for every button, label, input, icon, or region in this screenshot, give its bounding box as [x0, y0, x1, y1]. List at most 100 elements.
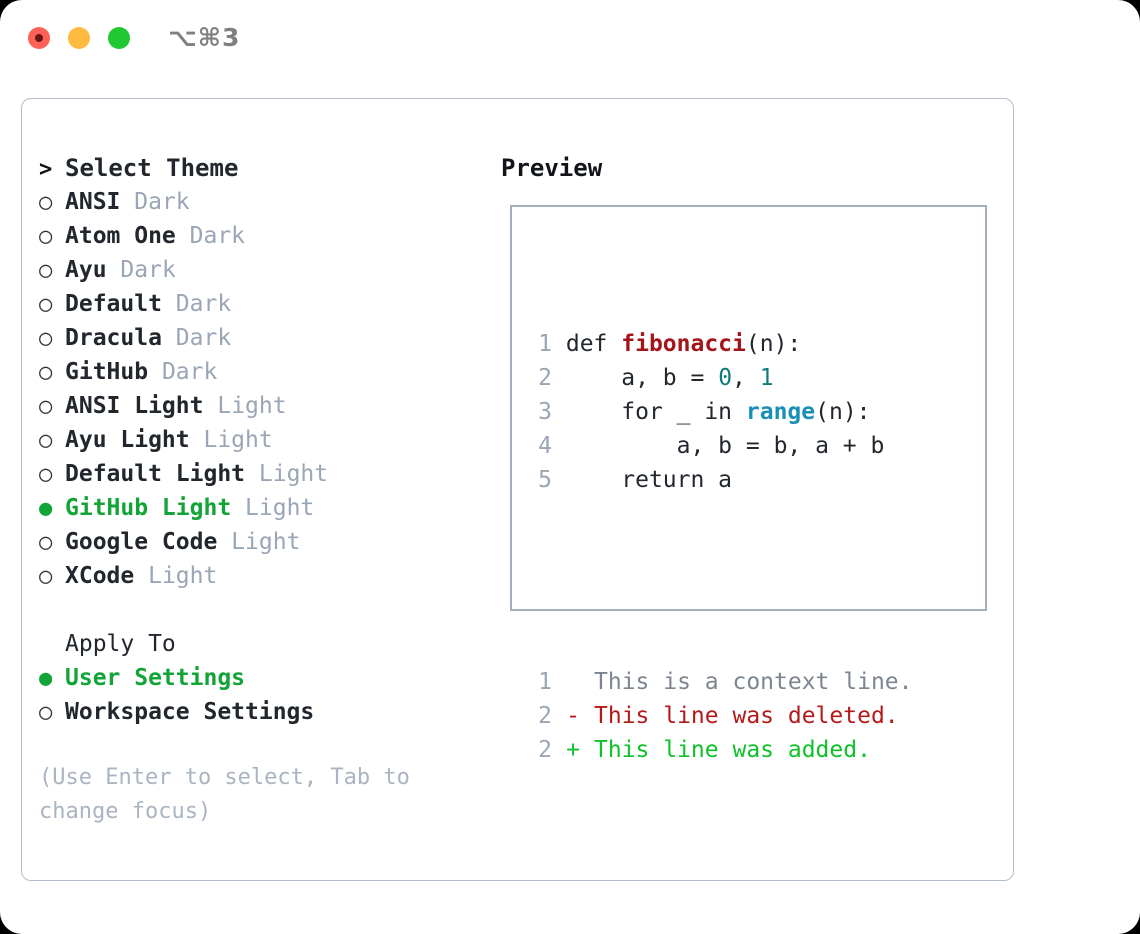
diff-text: This line was added.	[594, 737, 871, 763]
spacer	[190, 427, 204, 453]
theme-item-tag: Light	[245, 495, 315, 521]
code-lines: 1 def fibonacci(n):2 a, b = 0, 1 3 for _ …	[526, 327, 913, 497]
radio-unselected-icon[interactable]: ○	[39, 462, 53, 487]
diff-line-added: 2+This line was added.	[526, 733, 913, 767]
code-line: 1 def fibonacci(n):	[526, 327, 913, 361]
theme-item-xcode[interactable]: ○XCode Light	[39, 559, 489, 593]
theme-item-default-light[interactable]: ○ Default Light Light	[39, 457, 489, 491]
close-button[interactable]	[28, 27, 50, 49]
line-number: 5	[538, 467, 552, 493]
diff-lines: 1 This is a context line. 2-This line was…	[526, 665, 913, 767]
theme-item-label: Default	[65, 291, 162, 317]
radio-unselected-icon[interactable]: ○	[39, 292, 53, 317]
theme-item-label: GitHub Light	[65, 495, 232, 521]
theme-item-label: ANSI Light	[65, 393, 204, 419]
radio-unselected-icon[interactable]: ○	[39, 564, 53, 589]
theme-item-default[interactable]: ○ Default Dark	[39, 287, 489, 321]
code-token: return a	[565, 467, 733, 493]
apply-to-item-label: User Settings	[65, 665, 246, 691]
spacer	[148, 359, 162, 385]
diff-marker	[552, 665, 594, 699]
radio-unselected-icon[interactable]: ○	[39, 700, 53, 725]
radio-unselected-icon[interactable]: ○	[39, 224, 53, 249]
theme-item-github-light[interactable]: ● GitHub Light Light	[39, 491, 489, 525]
line-number: 1	[538, 669, 552, 695]
theme-item-github[interactable]: ○GitHub Dark	[39, 355, 489, 389]
diff-text: This line was deleted.	[594, 703, 899, 729]
theme-selection-column: >Select Theme ○ANSI Dark○Atom One Dark○A…	[39, 151, 489, 729]
spacer	[120, 189, 134, 215]
theme-item-google-code[interactable]: ○Google Code Light	[39, 525, 489, 559]
theme-item-label: Atom One	[65, 223, 176, 249]
spacer	[107, 257, 121, 283]
code-token: (n):	[745, 331, 802, 357]
code-token: def	[565, 331, 622, 357]
theme-item-tag: Light	[217, 393, 287, 419]
code-token: for _ in	[565, 399, 746, 425]
radio-unselected-icon[interactable]: ○	[39, 428, 53, 453]
theme-item-ansi[interactable]: ○ANSI Dark	[39, 185, 489, 219]
shortcut-label: ⌥⌘3	[168, 23, 241, 52]
line-number: 3	[538, 399, 552, 425]
radio-unselected-icon[interactable]: ○	[39, 190, 53, 215]
list-spacer	[39, 593, 489, 627]
theme-item-atom-one[interactable]: ○Atom One Dark	[39, 219, 489, 253]
theme-item-dracula[interactable]: ○Dracula Dark	[39, 321, 489, 355]
caret-icon: >	[39, 157, 53, 182]
spacer	[176, 223, 190, 249]
preview-code: 1 def fibonacci(n):2 a, b = 0, 1 3 for _ …	[526, 259, 913, 835]
diff-line-deleted: 2-This line was deleted.	[526, 699, 913, 733]
line-number: 1	[538, 331, 552, 357]
theme-item-ansi-light[interactable]: ○ ANSI Light Light	[39, 389, 489, 423]
code-line: 5 return a	[526, 463, 913, 497]
apply-to-title: Apply To	[39, 627, 489, 661]
spacer	[162, 291, 176, 317]
theme-item-tag: Light	[148, 563, 218, 589]
code-token: (n):	[815, 399, 871, 425]
radio-unselected-icon[interactable]: ○	[39, 530, 53, 555]
theme-item-tag: Dark	[175, 325, 232, 351]
gutter-space	[552, 467, 566, 493]
theme-item-tag: Light	[258, 461, 329, 487]
apply-to-list[interactable]: ● User Settings ○ Workspace Settings	[39, 661, 489, 729]
theme-item-label: Default Light	[65, 461, 246, 487]
theme-item-label: ANSI	[65, 189, 121, 215]
theme-item-tag: Dark	[120, 257, 176, 283]
radio-selected-icon[interactable]: ●	[39, 666, 53, 691]
diff-marker: -	[566, 703, 580, 729]
preview-panel: 1 def fibonacci(n):2 a, b = 0, 1 3 for _ …	[510, 205, 987, 763]
code-token: 0	[718, 365, 733, 391]
theme-item-label: Ayu Light	[65, 427, 190, 453]
diff-text: This is a context line.	[594, 669, 913, 695]
spacer	[203, 393, 217, 419]
code-token: 1	[759, 365, 774, 391]
radio-selected-icon[interactable]: ●	[39, 496, 53, 521]
gutter-space	[552, 365, 566, 391]
theme-list-title: >Select Theme	[39, 151, 489, 185]
minimize-button[interactable]	[68, 27, 90, 49]
maximize-button[interactable]	[108, 27, 130, 49]
theme-item-ayu-light[interactable]: ○Ayu Light Light	[39, 423, 489, 457]
spacer	[245, 461, 259, 487]
spacer	[162, 325, 176, 351]
theme-item-label: Google Code	[65, 529, 218, 555]
theme-list[interactable]: ○ANSI Dark○Atom One Dark○Ayu Dark○Defaul…	[39, 185, 489, 593]
apply-to-item-label: Workspace Settings	[65, 699, 315, 725]
code-line: 4 a, b = b, a + b	[526, 429, 913, 463]
title-bar: ⌥⌘3	[0, 0, 1140, 78]
theme-item-ayu[interactable]: ○Ayu Dark	[39, 253, 489, 287]
spacer	[231, 495, 245, 521]
theme-item-label: GitHub	[65, 359, 149, 385]
code-line: 2 a, b = 0, 1	[526, 361, 913, 395]
code-token: a, b = b, a + b	[565, 433, 885, 459]
radio-unselected-icon[interactable]: ○	[39, 394, 53, 419]
theme-item-tag: Dark	[175, 291, 232, 317]
radio-unselected-icon[interactable]: ○	[39, 326, 53, 351]
apply-to-title-label: Apply To	[65, 631, 176, 657]
radio-unselected-icon[interactable]: ○	[39, 258, 53, 283]
apply-to-item-user-settings[interactable]: ● User Settings	[39, 661, 489, 695]
apply-to-item-workspace-settings[interactable]: ○ Workspace Settings	[39, 695, 489, 729]
gutter-space	[552, 399, 566, 425]
radio-unselected-icon[interactable]: ○	[39, 360, 53, 385]
line-number: 4	[538, 433, 552, 459]
